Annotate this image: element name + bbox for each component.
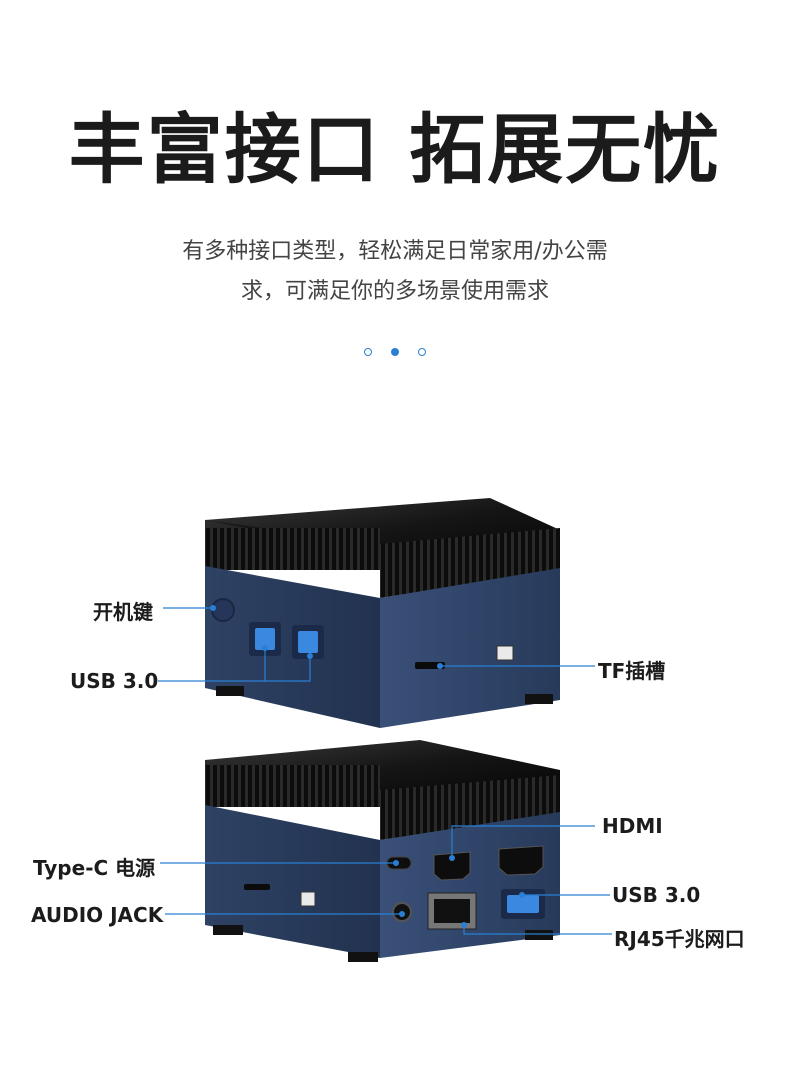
front-main-face <box>380 568 560 728</box>
front-device <box>158 498 595 728</box>
pagination-dot-2[interactable] <box>391 348 399 356</box>
front-vent-left <box>205 528 380 570</box>
kensington-lock-icon <box>496 645 514 661</box>
page-subtitle: 有多种接口类型，轻松满足日常家用/办公需 求，可满足你的多场景使用需求 <box>0 232 790 312</box>
front-usb-label: USB 3.0 <box>70 669 159 693</box>
rj45-port-icon <box>434 899 470 923</box>
page-title: 丰富接口 拓展无忧 <box>68 105 722 194</box>
subtitle-line-2: 求，可满足你的多场景使用需求 <box>240 279 549 304</box>
rear-hdmi-port-2-icon <box>498 845 544 876</box>
typec-power-label: Type-C 电源 <box>33 856 156 880</box>
pagination-dot-3[interactable] <box>418 348 427 356</box>
rear-usb-port-icon <box>507 895 539 913</box>
rear-usb-label: USB 3.0 <box>612 883 701 907</box>
rear-vent-right <box>380 775 560 840</box>
carousel-pagination[interactable] <box>0 341 790 360</box>
tf-slot-label: TF插槽 <box>598 659 666 683</box>
subtitle-line-1: 有多种接口类型，轻松满足日常家用/办公需 <box>182 239 608 264</box>
power-button-label: 开机键 <box>93 600 153 624</box>
pagination-dot-1[interactable] <box>363 348 372 356</box>
audio-jack-label: AUDIO JACK <box>31 903 164 927</box>
rear-vent-left <box>205 765 380 807</box>
front-vent-right <box>380 528 560 598</box>
front-usb-port-1-icon <box>255 628 275 650</box>
hdmi-label: HDMI <box>602 814 663 838</box>
rear-side-face <box>205 805 380 958</box>
power-button-icon <box>211 598 235 622</box>
rj45-label: RJ45千兆网口 <box>614 927 745 951</box>
rear-hdmi-port-1-icon <box>433 851 471 881</box>
front-usb-port-2-icon <box>298 631 318 653</box>
rear-device <box>160 740 612 962</box>
